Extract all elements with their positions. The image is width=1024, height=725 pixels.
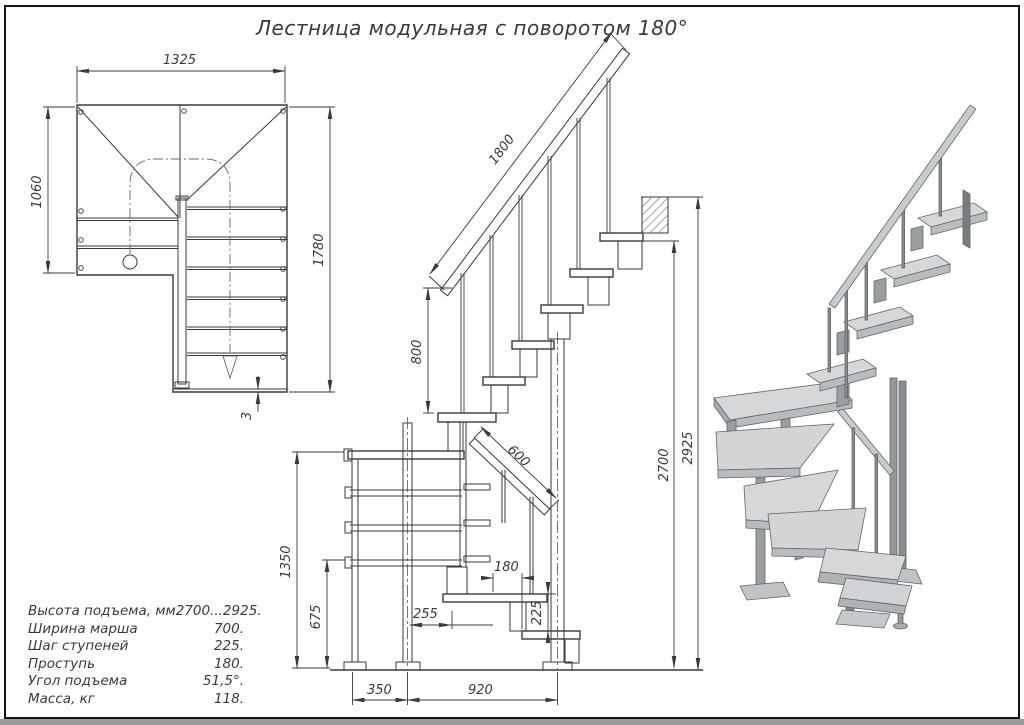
central-column <box>395 417 421 671</box>
dim-label-span-left: 350 <box>367 683 392 698</box>
plan-fastener-holes <box>78 108 286 360</box>
winder-treads <box>446 483 491 595</box>
spec-value: 118. <box>213 690 244 707</box>
iso-upper-steps <box>806 189 988 408</box>
spec-row: Шаг ступеней 225. <box>28 638 244 656</box>
lower-flight <box>442 593 581 664</box>
dim-label-plan-left-depth: 1060 <box>30 175 45 208</box>
spec-value: 700. <box>213 620 244 637</box>
dim-label-height-to-landing: 2700 <box>657 448 672 481</box>
wall-section-hatch <box>641 196 669 234</box>
dim-label-lower-rail-height: 675 <box>309 605 324 630</box>
iso-handrail <box>827 104 977 399</box>
dim-label-span-right: 920 <box>468 683 493 698</box>
plan-center-post <box>122 254 138 270</box>
spec-label: Ширина марша <box>28 620 138 637</box>
dim-label-plan-right-depth: 1780 <box>312 233 327 266</box>
plan-dimensions: 1325 1060 1780 3 <box>30 53 335 420</box>
dim-label-handrail-height: 800 <box>410 340 425 365</box>
elevation-view: 1800 800 600 1350 675 <box>279 31 703 705</box>
upper-handrail <box>439 47 631 297</box>
spec-value: 180. <box>213 655 244 672</box>
dim-label-plan-width: 1325 <box>163 53 196 68</box>
spec-row: Проступь 180. <box>28 656 244 674</box>
upper-balusters <box>460 78 611 413</box>
lower-balustrade <box>343 422 467 671</box>
dim-label-height-total: 2925 <box>681 431 696 464</box>
spec-label: Шаг ступеней <box>28 638 129 654</box>
dim-label-step-going: 180 <box>494 560 519 575</box>
elevation-dimensions: 1800 800 600 1350 675 <box>279 31 701 705</box>
dim-label-railing-height: 1350 <box>279 545 294 578</box>
plan-view: 1325 1060 1780 3 <box>30 53 335 420</box>
iso-view <box>713 104 988 630</box>
spec-label: Масса, кг <box>28 690 95 707</box>
dim-label-edge-gap: 3 <box>240 412 255 420</box>
spec-value: 51,5°. <box>202 673 244 689</box>
spec-label: Угол подъема <box>28 673 128 689</box>
dim-label-lower-handrail: 600 <box>504 442 532 470</box>
spec-row: Масса, кг 118. <box>28 691 244 709</box>
spec-row: Угол подъема 51,5°. <box>28 673 244 691</box>
plan-stringer <box>174 195 190 389</box>
spec-row: Ширина марша 700. <box>28 621 244 639</box>
upper-flight <box>437 232 644 452</box>
dim-label-tread-depth: 255 <box>413 607 438 622</box>
spec-label: Высота подъема, мм <box>28 603 176 619</box>
dim-label-step-rise: 225 <box>530 601 545 626</box>
iso-wall-bracket <box>962 189 971 249</box>
plan-walk-line <box>129 158 238 380</box>
dim-label-handrail-length: 1800 <box>486 132 518 167</box>
iso-lower-steps <box>817 547 913 629</box>
spec-value: 225. <box>213 638 244 654</box>
sheet-border <box>4 5 1020 719</box>
spec-label: Проступь <box>28 655 96 672</box>
screenshot-bottom-strip <box>0 719 1024 725</box>
spec-value: 2700...2925. <box>175 603 262 619</box>
